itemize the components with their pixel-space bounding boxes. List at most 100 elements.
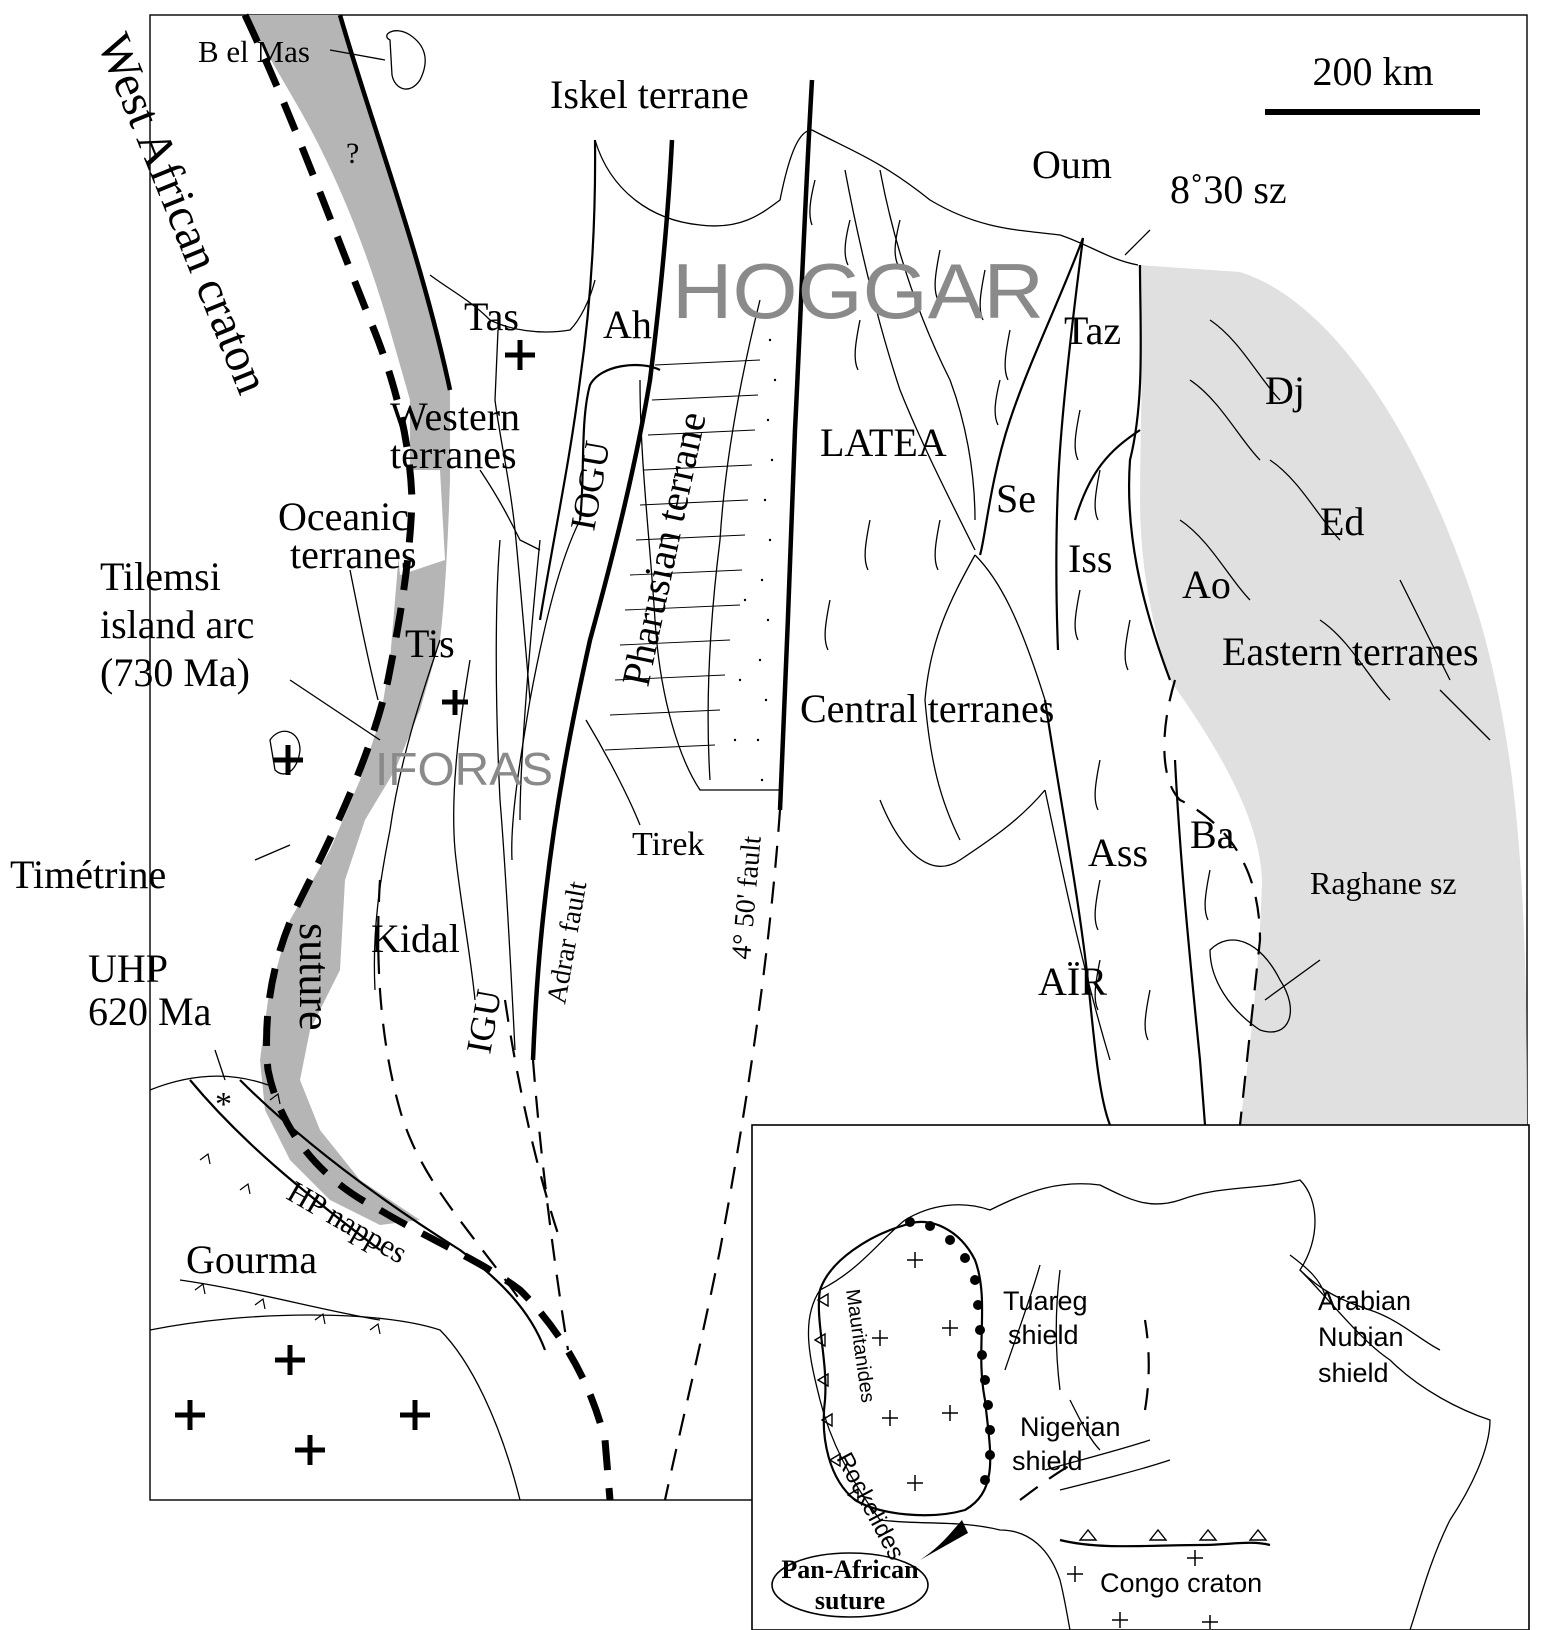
oceanic-window xyxy=(388,470,445,575)
arabian-label-2: Nubian xyxy=(1318,1322,1404,1352)
inset-crosses xyxy=(872,1252,1218,1629)
ed-label: Ed xyxy=(1320,499,1364,544)
benue-line-1 xyxy=(1044,1439,1151,1471)
inset-craton-outline xyxy=(817,1220,992,1517)
iforas-west-boundary xyxy=(495,539,516,1051)
scale-bar-label: 200 km xyxy=(1312,49,1433,94)
dashed-boundary-1 xyxy=(503,999,562,1241)
uhp-label-1: UHP xyxy=(88,946,168,991)
thrust-teeth xyxy=(194,1092,381,1335)
question-mark: ? xyxy=(346,137,359,170)
450-fault-line xyxy=(777,79,815,811)
tirek-label: Tirek xyxy=(632,826,704,863)
tis-label: Tis xyxy=(405,621,455,666)
iogu-outer-boundary xyxy=(511,519,581,861)
taz-west-boundary xyxy=(978,237,1085,556)
inset-map: Tuareg shield Mauritanides Arabian Nubia… xyxy=(751,1124,1530,1630)
taz-east-boundary xyxy=(1055,237,1085,651)
oceanic-boundary xyxy=(479,469,541,551)
taz-label: Taz xyxy=(1064,308,1121,353)
gourma-north-outline xyxy=(149,1075,269,1091)
leader-uhp xyxy=(214,1049,226,1081)
air-label: AÏR xyxy=(1038,959,1107,1004)
central-boundary-2 xyxy=(974,554,1046,701)
pharusian-inner-edge xyxy=(639,379,780,791)
inset-thrust-teeth xyxy=(813,1292,1268,1541)
inset-suture-dots xyxy=(905,1217,995,1485)
western-label-1: Western xyxy=(390,394,520,439)
gourma-label: Gourma xyxy=(186,1237,317,1282)
b-el-mas-label: B el Mas xyxy=(198,34,310,69)
tilemsi-label-1: Tilemsi xyxy=(100,554,221,599)
raghane-label: Raghane sz xyxy=(1310,865,1457,901)
pharusian-hatching xyxy=(604,359,761,751)
b-el-mas-outline xyxy=(386,30,426,90)
iforas-outline xyxy=(373,639,441,991)
leader-raghane xyxy=(1264,959,1321,1001)
ass-boundary xyxy=(1043,699,1112,1126)
ass-label: Ass xyxy=(1088,830,1148,875)
benue-line-2 xyxy=(1059,1459,1171,1491)
arabian-label-3: shield xyxy=(1318,1358,1389,1388)
craton-south-outline xyxy=(149,1314,521,1501)
iforas-label: IFORAS xyxy=(375,743,553,795)
iogu-arc xyxy=(578,363,661,521)
ba-boundary xyxy=(1173,759,1207,1126)
se-label: Se xyxy=(996,476,1036,521)
leader-tirek xyxy=(585,719,641,826)
hp-nappes-thrust xyxy=(239,1079,547,1351)
tas-label: Tas xyxy=(464,294,519,339)
latea-boundary-2 xyxy=(879,169,976,521)
hoggar-north-outline-2 xyxy=(811,129,1139,266)
tuareg-line-1 xyxy=(1004,1264,1041,1371)
africa-north-east-coast xyxy=(904,1179,1491,1630)
adrar-fault-dashed xyxy=(531,1059,570,1351)
nigerian-line xyxy=(1069,1399,1101,1451)
foliation-marks xyxy=(809,179,1491,1041)
suture-zone xyxy=(245,15,450,1225)
iogu-inner-boundary xyxy=(519,539,541,821)
leader-timetrine xyxy=(254,844,291,861)
central-terranes-label: Central terranes xyxy=(800,686,1054,731)
kidal-label: Kidal xyxy=(371,916,460,961)
pan-african-ellipse xyxy=(771,1552,929,1618)
tuareg-label-2: shield xyxy=(1008,1320,1079,1350)
latea-label: LATEA xyxy=(820,420,947,465)
hoggar-label: HOGGAR xyxy=(672,247,1044,335)
nigerian-label-1: Nigerian xyxy=(1020,1412,1121,1442)
gourma-thrust xyxy=(189,1079,381,1251)
timetrine-label: Timétrine xyxy=(10,852,166,897)
ao-label: Ao xyxy=(1182,562,1231,607)
nile-line xyxy=(1289,1254,1326,1296)
leader-tilemsi xyxy=(289,679,381,741)
adrar-fault-line xyxy=(530,139,675,1061)
congo-craton-outline xyxy=(1059,1538,1271,1548)
tuareg-label-1: Tuareg xyxy=(1003,1286,1088,1316)
pan-african-arrow xyxy=(920,1520,968,1560)
oum-label: Oum xyxy=(1032,142,1112,187)
inset-dashed-1 xyxy=(1019,1459,1081,1501)
congo-craton-label: Congo craton xyxy=(1100,1568,1262,1598)
tas-outline xyxy=(429,274,596,333)
iskel-terrane-label: Iskel terrane xyxy=(550,72,749,117)
eastern-boundary xyxy=(1127,264,1172,681)
craton-boundary xyxy=(337,14,453,391)
sz-830-label: 8˚30 sz xyxy=(1170,167,1287,212)
oceanic-label-1: Oceanic xyxy=(278,494,409,539)
timetrine-island xyxy=(269,730,301,775)
raghane-ellipse xyxy=(1209,939,1291,1033)
iss-label: Iss xyxy=(1068,536,1112,581)
central-boundary-1 xyxy=(924,554,976,841)
kidal-boundary xyxy=(453,659,476,1001)
pan-african-label-2: suture xyxy=(815,1586,885,1615)
pharusian-east-edge xyxy=(707,299,761,781)
nigerian-label-2: shield xyxy=(1012,1446,1083,1476)
stipple-dots xyxy=(733,338,777,782)
uhp-label-2: 620 Ma xyxy=(88,989,212,1034)
tilemsi-label-2: island arc xyxy=(100,602,254,647)
tuareg-line-2 xyxy=(1055,1269,1061,1391)
pharusian-west-boundary xyxy=(538,139,597,621)
leader-b-el-mas xyxy=(329,49,386,61)
raghane-dashed xyxy=(1163,679,1262,1126)
